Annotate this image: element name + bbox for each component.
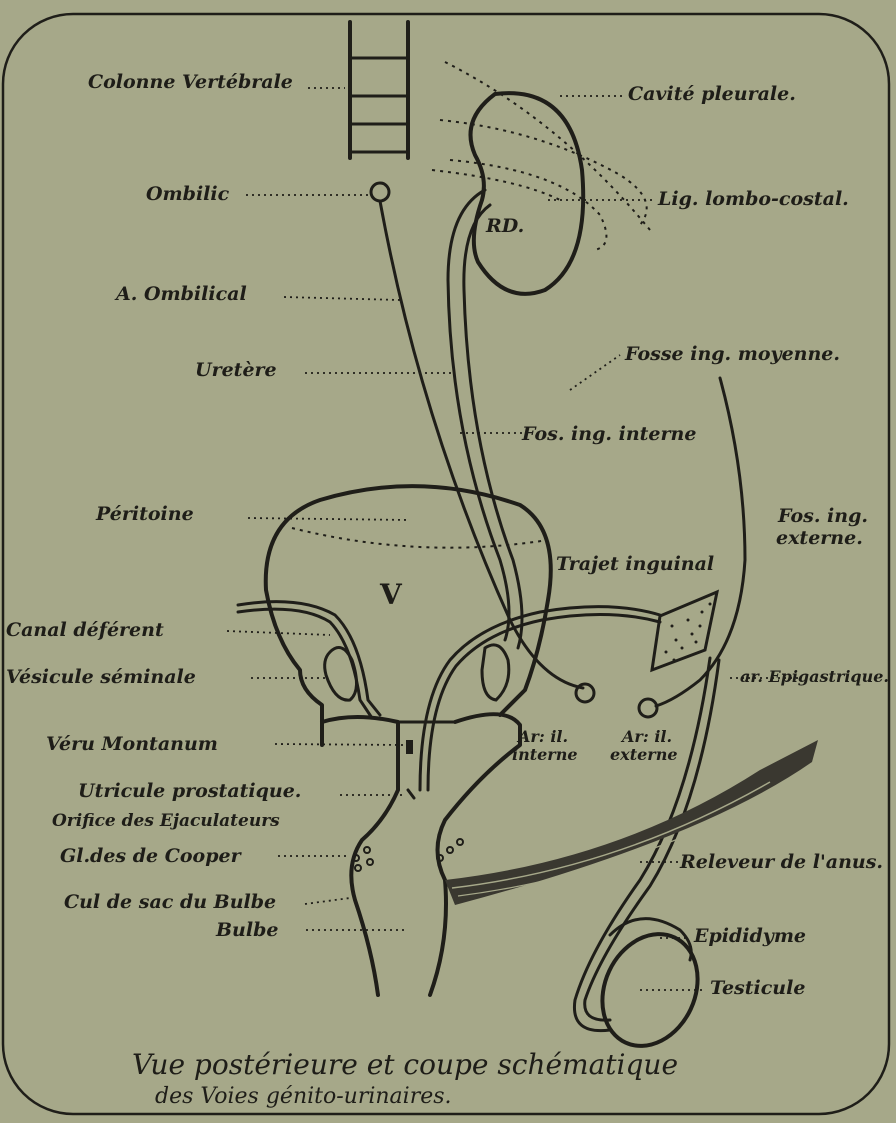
utricle bbox=[408, 790, 414, 798]
prostate-right bbox=[430, 714, 520, 995]
label-bulbe: Bulbe bbox=[215, 919, 278, 941]
label-cavite-pleurale: Cavité pleurale. bbox=[628, 83, 796, 105]
label-fos-ing-externe-2: externe. bbox=[776, 527, 863, 549]
caption-line-2: des Voies génito-urinaires. bbox=[155, 1084, 452, 1109]
label-ombilic: Ombilic bbox=[146, 183, 230, 205]
label-gl-cooper: Gl.des de Cooper bbox=[60, 845, 243, 867]
internal-iliac-artery bbox=[576, 684, 594, 702]
label-releveur-anus: Releveur de l'anus. bbox=[679, 851, 883, 873]
label-fos-ing-interne: Fos. ing. interne bbox=[521, 423, 696, 445]
veru-montanum bbox=[406, 740, 413, 754]
umbilicus bbox=[371, 183, 389, 201]
label-orifice-ejaculateurs: Orifice des Ejaculateurs bbox=[52, 811, 280, 831]
seminal-vesicle-left bbox=[325, 648, 357, 701]
vas-deferens bbox=[238, 602, 660, 790]
seminal-vesicle-right bbox=[482, 645, 509, 700]
label-utricule-prostatique: Utricule prostatique. bbox=[78, 780, 301, 802]
label-ar-il-externe-1: Ar: il. bbox=[620, 727, 672, 746]
external-iliac-artery bbox=[639, 699, 657, 717]
label-cul-de-sac-bulbe: Cul de sac du Bulbe bbox=[64, 891, 276, 913]
ureter bbox=[448, 190, 522, 648]
label-canal-deferent: Canal déférent bbox=[6, 619, 164, 641]
label-ar-epigastrique: ar. Epigastrique. bbox=[740, 667, 889, 686]
label-trajet-inguinal: Trajet inguinal bbox=[556, 553, 714, 575]
label-ar-il-interne-1: Ar: il. bbox=[516, 727, 568, 746]
label-peritoine: Péritoine bbox=[95, 503, 194, 525]
peritoneum-fold bbox=[292, 528, 548, 548]
label-colonne-vertebrale: Colonne Vertébrale bbox=[88, 71, 293, 93]
label-testicule: Testicule bbox=[710, 977, 805, 999]
plate-frame bbox=[3, 14, 889, 1114]
label-a-ombilical: A. Ombilical bbox=[114, 283, 247, 305]
label-epididyme: Epididyme bbox=[693, 925, 806, 947]
pleural-cavity bbox=[432, 62, 650, 250]
levator-ani bbox=[445, 740, 818, 905]
label-uretere: Uretère bbox=[195, 359, 277, 381]
label-ar-il-interne-2: interne bbox=[512, 745, 578, 764]
label-fosse-ing-moyenne: Fosse ing. moyenne. bbox=[624, 343, 840, 365]
label-vesicule-seminale: Vésicule séminale bbox=[6, 666, 196, 688]
label-vessie: V bbox=[379, 578, 403, 611]
label-veru-montanum: Véru Montanum bbox=[46, 733, 218, 755]
label-ar-il-externe-2: externe bbox=[610, 745, 678, 764]
cowper-glands bbox=[353, 839, 463, 871]
label-lig-lombo-costal: Lig. lombo-costal. bbox=[657, 188, 849, 210]
right-kidney bbox=[471, 93, 584, 294]
caption-line-1: Vue postérieure et coupe schématique bbox=[132, 1048, 678, 1081]
inguinal-canal bbox=[652, 592, 717, 670]
label-rein-droit: RD. bbox=[485, 215, 524, 237]
label-fos-ing-externe-1: Fos. ing. bbox=[777, 505, 868, 527]
vertebral-column bbox=[350, 22, 408, 158]
